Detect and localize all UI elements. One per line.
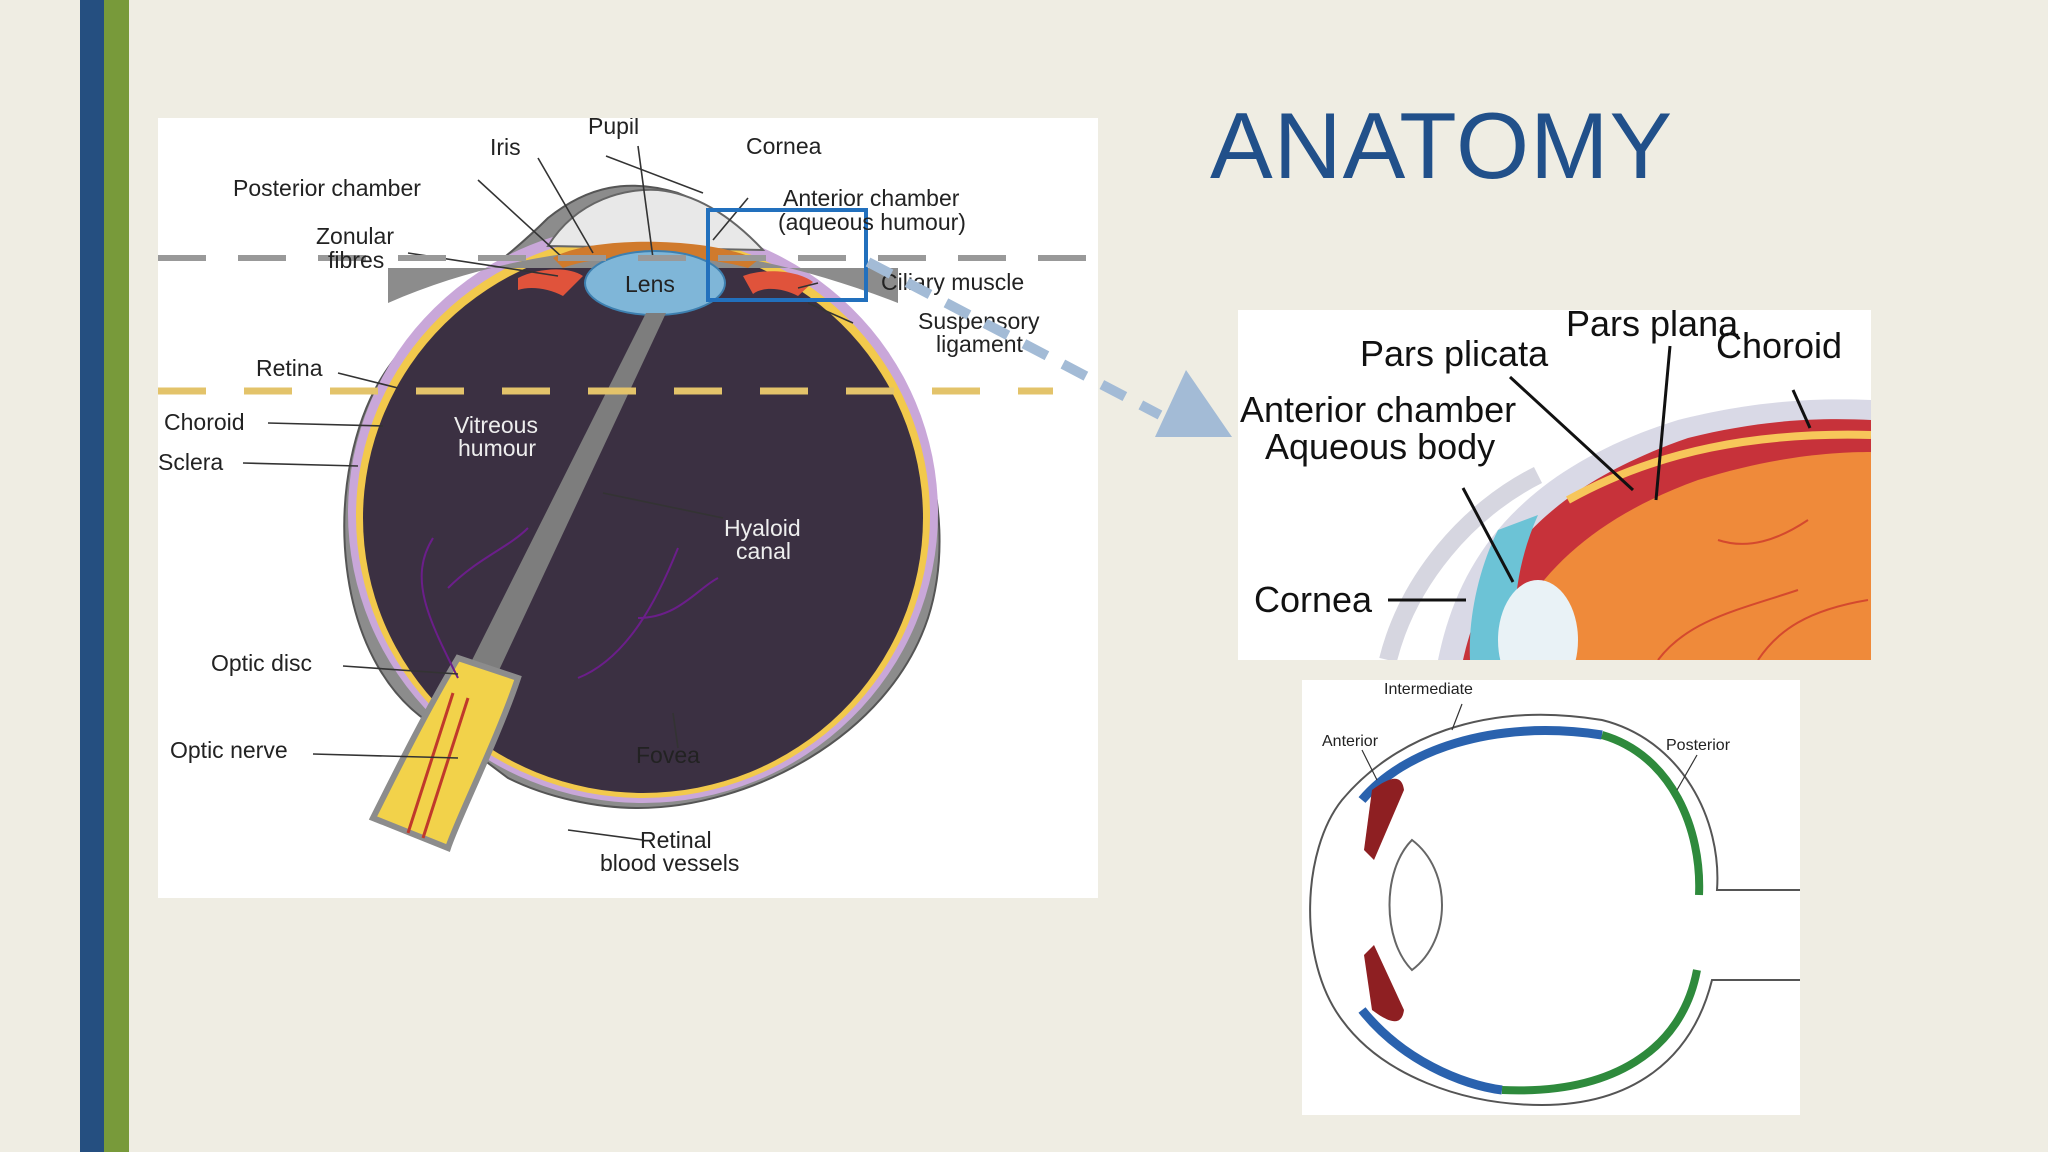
inset-label-aqueous-body: Aqueous body	[1265, 426, 1495, 467]
inset-leader-lines	[1388, 345, 1812, 602]
zoom-arrow-head	[1155, 370, 1232, 437]
label-canal: canal	[736, 538, 791, 564]
label-optic-nerve: Optic nerve	[170, 737, 288, 763]
label-ciliary-muscle: Ciliary muscle	[881, 269, 1024, 295]
label-cornea: Cornea	[746, 133, 822, 159]
leader-lines	[242, 145, 854, 841]
vessels-left	[420, 527, 529, 679]
inset-label-choroid: Choroid	[1716, 325, 1842, 366]
label-aqueous-humour: (aqueous humour)	[778, 209, 966, 235]
eye-anatomy-svg: Pupil Iris Cornea Posterior chamber Ante…	[158, 118, 1098, 876]
label-sclera: Sclera	[158, 449, 223, 475]
label-lens: Lens	[625, 271, 675, 297]
inset-label-pars-plicata: Pars plicata	[1360, 333, 1549, 374]
cross-lens	[1388, 838, 1443, 972]
label-choroid: Choroid	[164, 409, 245, 435]
cross-ciliary-top	[1364, 778, 1404, 860]
cross-posterior-uvea-bottom	[1501, 969, 1701, 1095]
vessels-right	[577, 547, 719, 679]
optic-nerve-shape	[368, 654, 522, 852]
label-zonular: Zonular	[316, 223, 394, 249]
label-humour: humour	[458, 435, 536, 461]
cross-posterior-uvea-top	[1600, 731, 1704, 896]
cross-anterior-uvea-top	[1358, 726, 1603, 803]
retinal-vessel-2	[421, 697, 470, 839]
cross-label-posterior: Posterior	[1666, 737, 1731, 754]
label-ligament: ligament	[936, 331, 1024, 357]
cross-leader-anterior	[1361, 749, 1378, 781]
label-vitreous: Vitreous	[454, 412, 538, 438]
cross-outer-sclera	[1309, 713, 1800, 1107]
ciliary-inset-diagram: Pars plana Pars plicata Choroid Anterior…	[1238, 310, 1871, 660]
retinal-vessel-1	[406, 692, 455, 834]
cross-anterior-uvea-bottom	[1358, 1007, 1503, 1095]
inset-lens	[1498, 580, 1578, 660]
label-fibres: fibres	[328, 247, 384, 273]
inset-label-anterior-chamber: Anterior chamber	[1240, 389, 1516, 430]
inset-vessels	[1657, 519, 1869, 660]
ciliary-body-left	[518, 269, 583, 296]
inset-pars-plana-band	[1566, 430, 1871, 504]
cross-leader-posterior	[1676, 754, 1698, 791]
label-posterior-chamber: Posterior chamber	[233, 175, 421, 201]
inset-label-cornea: Cornea	[1254, 579, 1373, 620]
uvea-cross-section-diagram: Intermediate Anterior Posterior	[1302, 680, 1800, 1115]
cross-label-anterior: Anterior	[1322, 733, 1379, 750]
label-pupil: Pupil	[588, 118, 639, 139]
highlight-box	[706, 208, 868, 302]
uvea-cross-section-svg: Intermediate Anterior Posterior	[1309, 681, 1800, 1107]
cross-label-intermediate: Intermediate	[1384, 681, 1473, 698]
label-hyaloid: Hyaloid	[724, 515, 801, 541]
label-blood-vessels: blood vessels	[600, 850, 739, 876]
label-fovea: Fovea	[636, 742, 700, 768]
inset-cornea	[1379, 466, 1543, 660]
label-retinal: Retinal	[640, 827, 712, 853]
slide-title: ANATOMY	[1210, 93, 1674, 198]
accent-bar-green	[104, 0, 129, 1152]
inset-retina	[1498, 452, 1871, 660]
hyaloid-canal-shape	[423, 313, 666, 758]
inset-aqueous	[1469, 515, 1538, 660]
label-iris: Iris	[490, 134, 521, 160]
label-retina: Retina	[256, 355, 323, 381]
ciliary-body-right	[743, 271, 813, 296]
inset-label-pars-plana: Pars plana	[1566, 310, 1739, 344]
cross-ciliary-bottom	[1364, 945, 1404, 1022]
label-anterior-chamber: Anterior chamber	[783, 185, 960, 211]
eye-anatomy-diagram: Pupil Iris Cornea Posterior chamber Ante…	[158, 118, 1098, 898]
label-optic-disc: Optic disc	[211, 650, 312, 676]
accent-bar-blue	[80, 0, 104, 1152]
ciliary-inset-svg: Pars plana Pars plicata Choroid Anterior…	[1240, 310, 1871, 660]
cross-leader-intermediate	[1451, 703, 1463, 731]
